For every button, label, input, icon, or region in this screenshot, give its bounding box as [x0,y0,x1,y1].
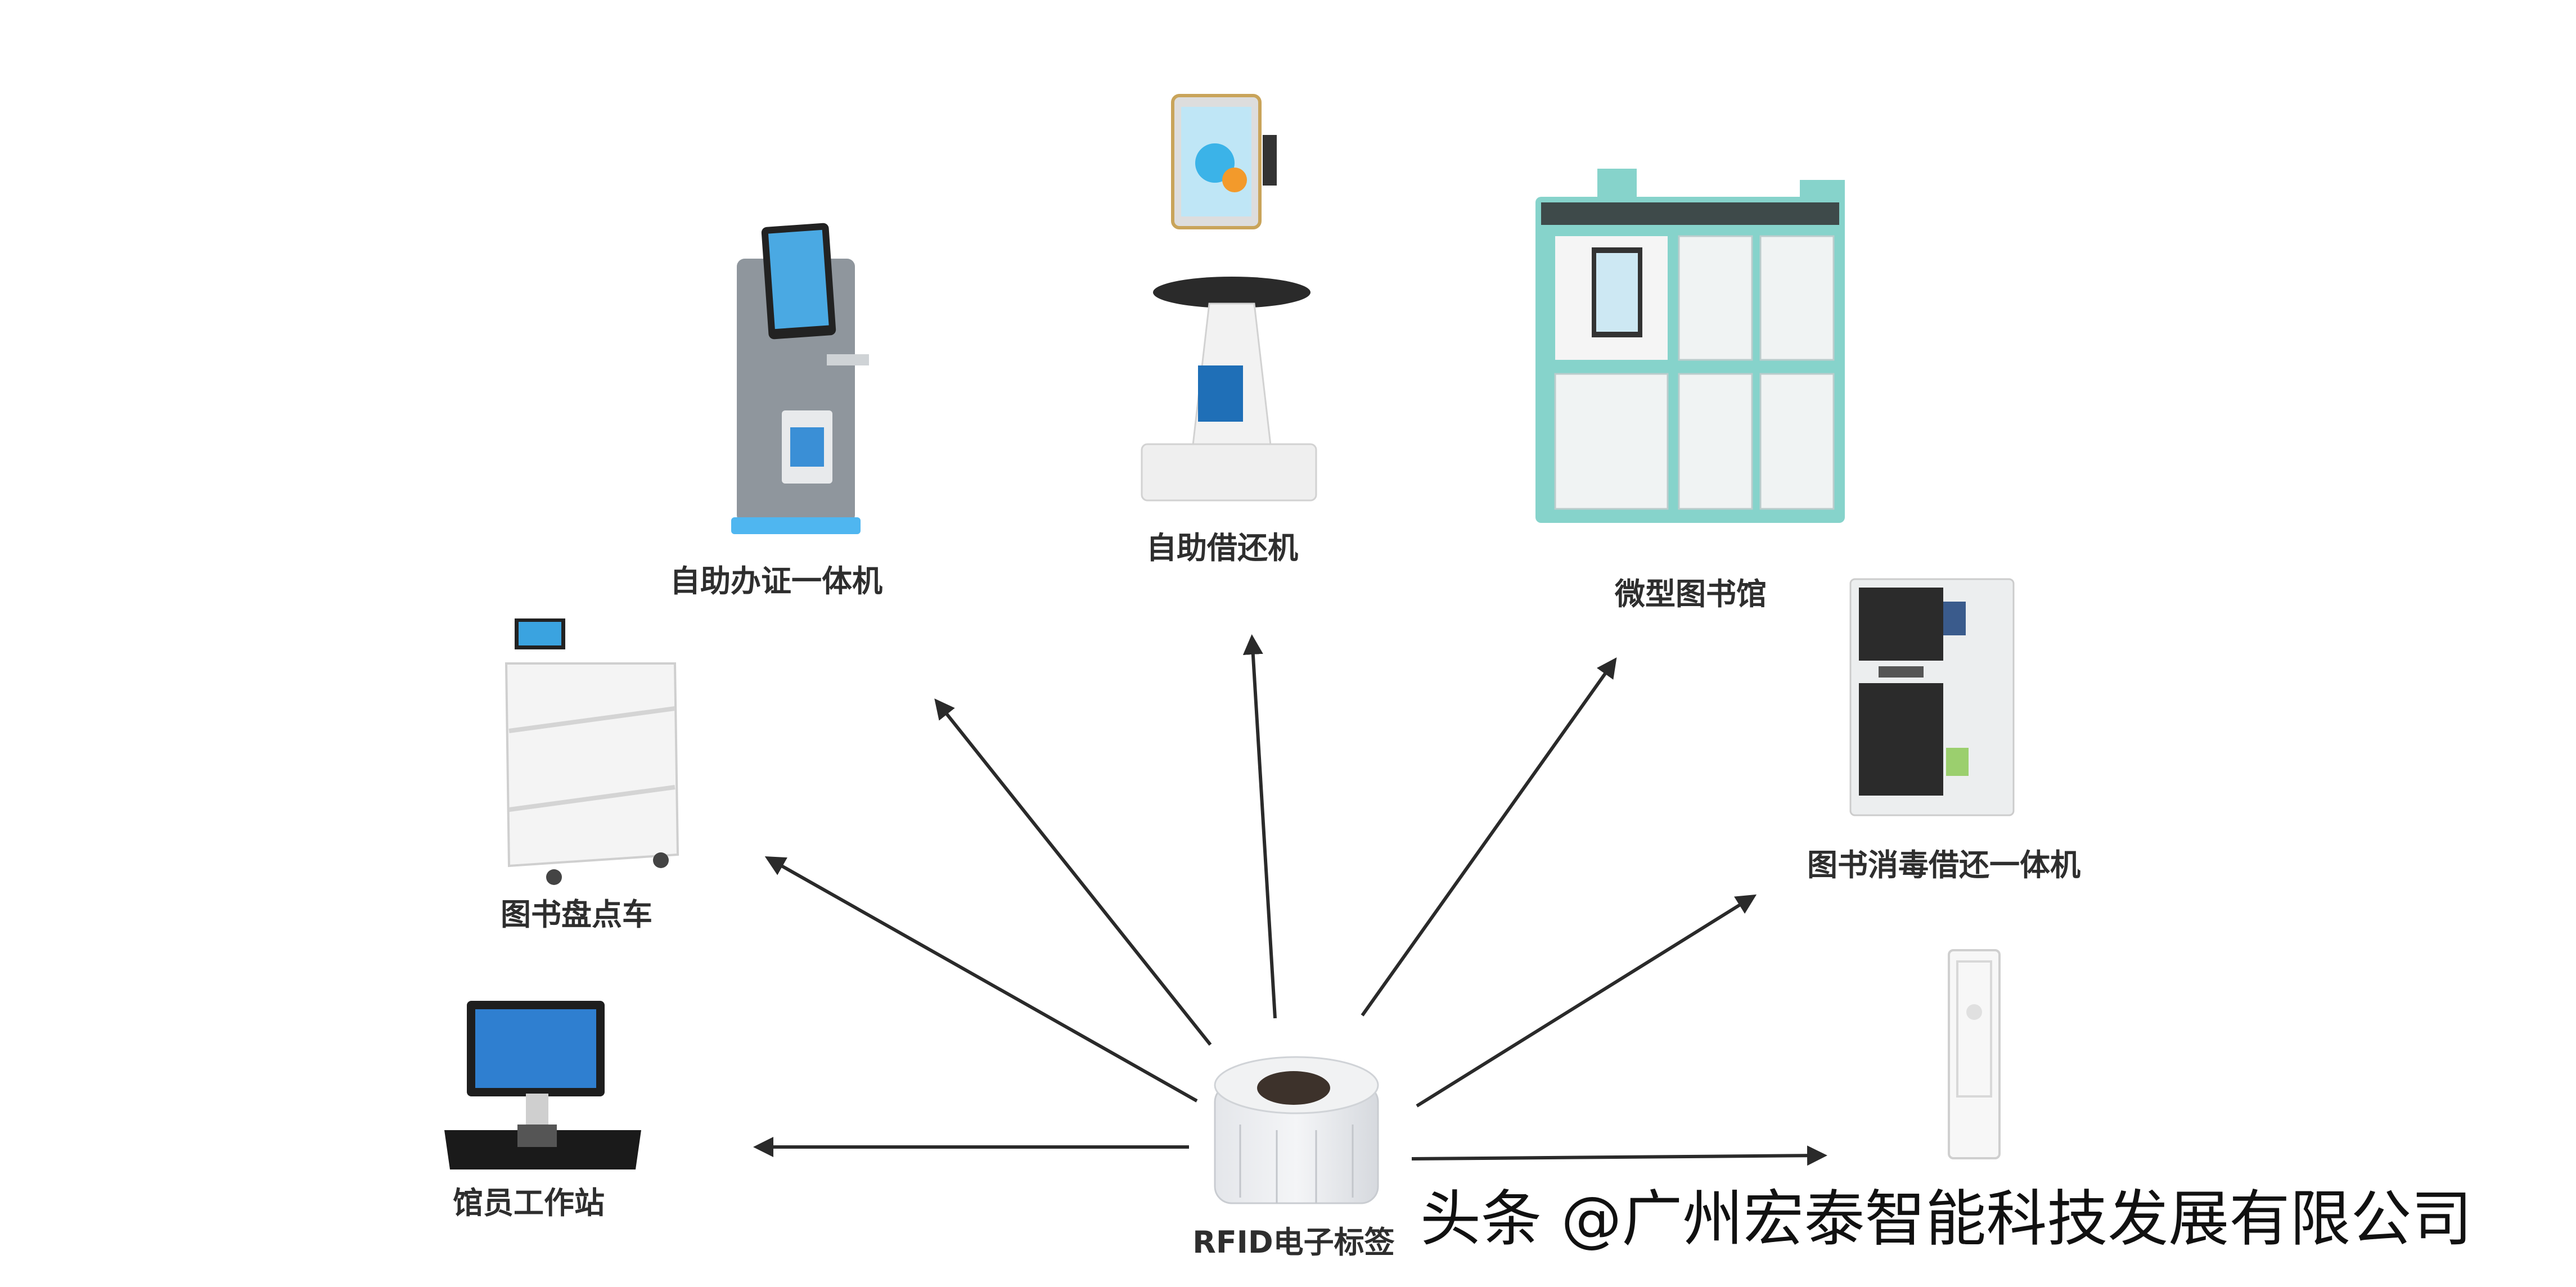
self-checkout-image [1141,94,1317,502]
micro-library-image [1535,169,1845,523]
watermark: 头条 @广州宏泰智能科技发展有限公司 [1420,1184,2472,1254]
rfid-tag-label: RFID电子标签 [1192,1225,1394,1260]
arrow-to-disinfection-machine [1416,894,1757,1108]
arrow-to-inventory-cart [764,856,1198,1103]
security-gate-image [1948,949,2001,1159]
arrow-to-self-checkout [1242,634,1277,1019]
librarian-workstation-label: 馆员工作站 [453,1185,605,1221]
disinfection-machine-label: 图书消毒借还一体机 [1807,847,2080,883]
rfid-tag-roll-image [1214,1056,1379,1204]
card-kiosk-label: 自助办证一体机 [670,563,882,599]
inventory-cart-image [505,618,679,885]
arrow-to-security-gate [1411,1145,1827,1166]
librarian-workstation-image [444,1001,641,1169]
arrow-to-micro-library [1361,657,1617,1017]
card-kiosk-image [731,223,869,534]
micro-library-label: 微型图书馆 [1614,576,1767,612]
arrows [753,634,1827,1166]
inventory-cart-label: 图书盘点车 [501,897,652,932]
disinfection-machine-image [1849,578,2015,816]
self-checkout-label: 自助借还机 [1146,530,1298,566]
arrow-to-card-kiosk [934,698,1212,1046]
